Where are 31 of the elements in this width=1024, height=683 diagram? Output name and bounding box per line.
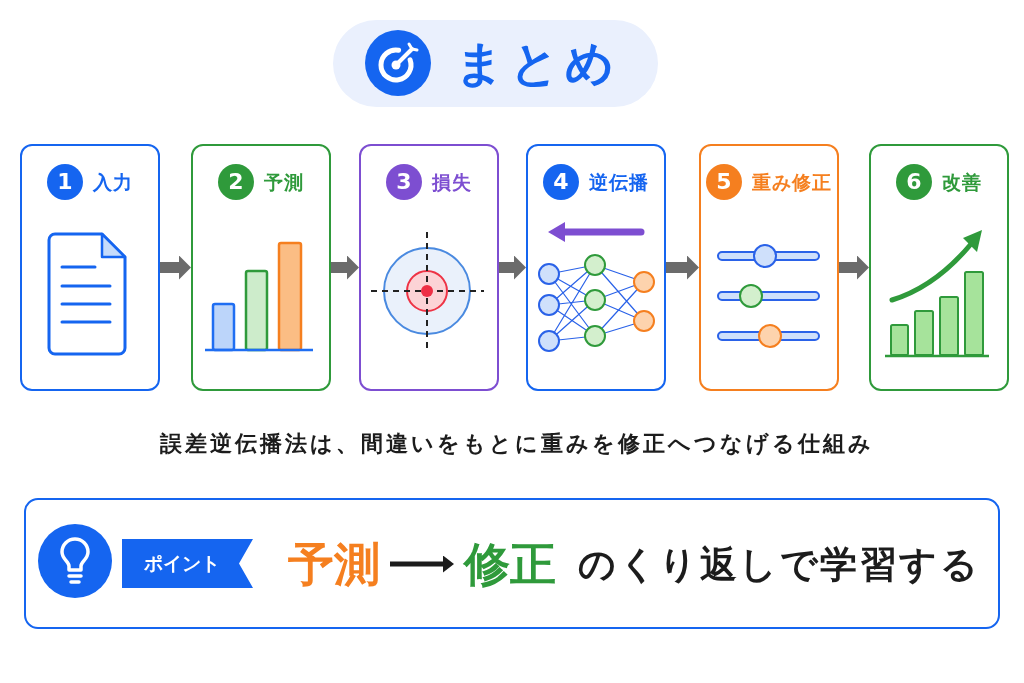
number-badge: 6: [896, 164, 932, 200]
step-title: 損失: [432, 172, 472, 192]
arrow: [390, 555, 454, 573]
point-panel: [24, 498, 1000, 629]
number-badge: 5: [706, 164, 742, 200]
step-box: [191, 144, 331, 391]
arrow: [331, 255, 359, 280]
step-title: 予測: [264, 172, 304, 192]
number-badge: 1: [47, 164, 83, 200]
sentence-text: のくり返しで学習する: [578, 546, 980, 583]
step-title: 逆伝播: [589, 172, 649, 192]
arrow: [160, 255, 191, 280]
summary-text: 誤差逆伝播法は、間違いをもとに重みを修正へつなげる仕組み: [160, 433, 874, 455]
number-badge: 2: [218, 164, 254, 200]
ribbon-banner: ポイント: [122, 539, 253, 588]
step-box: [869, 144, 1009, 391]
number-badge: 3: [386, 164, 422, 200]
title: まとめ: [455, 39, 620, 87]
arrow: [839, 255, 869, 280]
step-title: 重み修正: [752, 172, 832, 192]
keyword: 修正: [454, 541, 566, 587]
step-title: 改善: [942, 172, 982, 192]
step-box: [526, 144, 666, 391]
arrow: [499, 255, 526, 280]
step-title: 入力: [93, 172, 133, 192]
step-box: [699, 144, 839, 391]
step-box: [20, 144, 160, 391]
step-box: [359, 144, 499, 391]
keyword: 予測: [278, 541, 390, 587]
number-badge: 4: [543, 164, 579, 200]
arrow: [666, 255, 699, 280]
